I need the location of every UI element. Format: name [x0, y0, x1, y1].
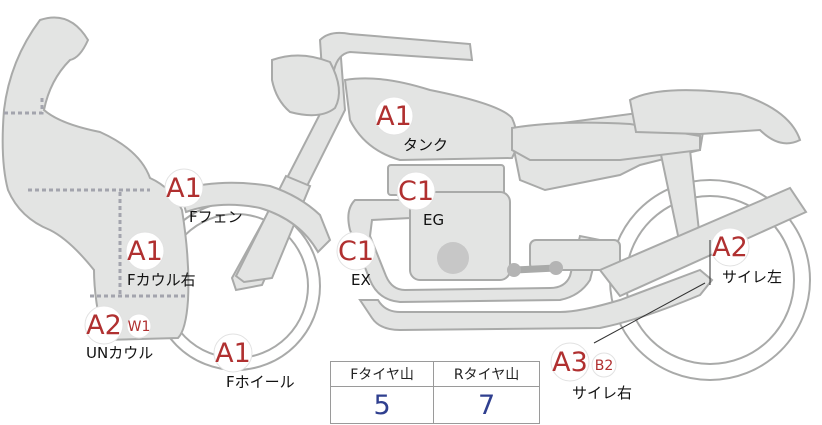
front-fender-grade: A1 — [166, 173, 202, 204]
under-cowl-grade: A2 — [86, 310, 122, 341]
label-front-cowl-right: A1 Fカウル右 — [125, 231, 196, 289]
tire-table-header-row: Fタイヤ山 Rタイヤ山 — [329, 361, 540, 387]
muffler-right-part: サイレ右 — [572, 384, 632, 402]
exhaust-grade: C1 — [338, 236, 374, 267]
under-cowl-subgrade: W1 — [128, 319, 151, 335]
front-fender-part: Fフェン — [189, 208, 243, 226]
muffler — [598, 186, 808, 298]
front-tire-header: Fタイヤ山 — [329, 361, 435, 387]
footpeg-knob-right — [549, 261, 563, 275]
engine-grade: C1 — [398, 176, 434, 207]
handlebar — [318, 31, 474, 71]
tire-tread-table: Fタイヤ山 Rタイヤ山 5 7 — [329, 361, 540, 424]
front-cowl-right-grade: A1 — [127, 236, 163, 267]
front-wheel-part: Fホイール — [226, 373, 295, 391]
engine-block — [409, 191, 511, 281]
label-engine: C1 EG — [396, 171, 444, 229]
tire-table-value-row: 5 7 — [329, 386, 540, 424]
headlight-cowl — [271, 54, 340, 117]
front-cowl-right-part: Fカウル右 — [127, 271, 196, 289]
leader-muffler-right — [593, 282, 706, 344]
label-front-wheel: A1 Fホイール — [213, 333, 295, 391]
label-tank: A1 タンク — [374, 96, 448, 154]
tank-grade: A1 — [376, 101, 412, 132]
cowl-dashed-upper — [4, 96, 44, 115]
footpeg-knob-left — [507, 263, 521, 277]
front-fender-shape — [178, 181, 332, 254]
muffler-left-part: サイレ左 — [722, 268, 782, 286]
muffler-right-grade: A3 — [552, 347, 588, 378]
tank-part: タンク — [403, 136, 448, 154]
front-cowl-shape — [1, 16, 190, 342]
under-cowl-part: UNカウル — [86, 344, 153, 362]
label-front-fender: A1 Fフェン — [164, 168, 243, 226]
engine-cover — [437, 242, 469, 274]
front-tire-value: 5 — [329, 386, 435, 424]
label-exhaust: C1 EX — [336, 231, 376, 289]
muffler-left-grade: A2 — [712, 232, 748, 263]
exhaust-part: EX — [351, 271, 371, 289]
rear-tire-header: Rタイヤ山 — [433, 361, 540, 387]
tail-cowl — [628, 89, 802, 145]
label-muffler-right: A3 B2 サイレ右 — [550, 342, 632, 402]
rear-tire-value: 7 — [433, 386, 540, 424]
front-wheel-grade: A1 — [215, 338, 251, 369]
muffler-right-subgrade: B2 — [595, 358, 614, 374]
swingarm — [358, 268, 714, 332]
label-under-cowl: A2 W1 UNカウル — [84, 305, 153, 362]
label-muffler-left: A2 サイレ左 — [710, 227, 782, 286]
engine-part: EG — [423, 211, 444, 229]
